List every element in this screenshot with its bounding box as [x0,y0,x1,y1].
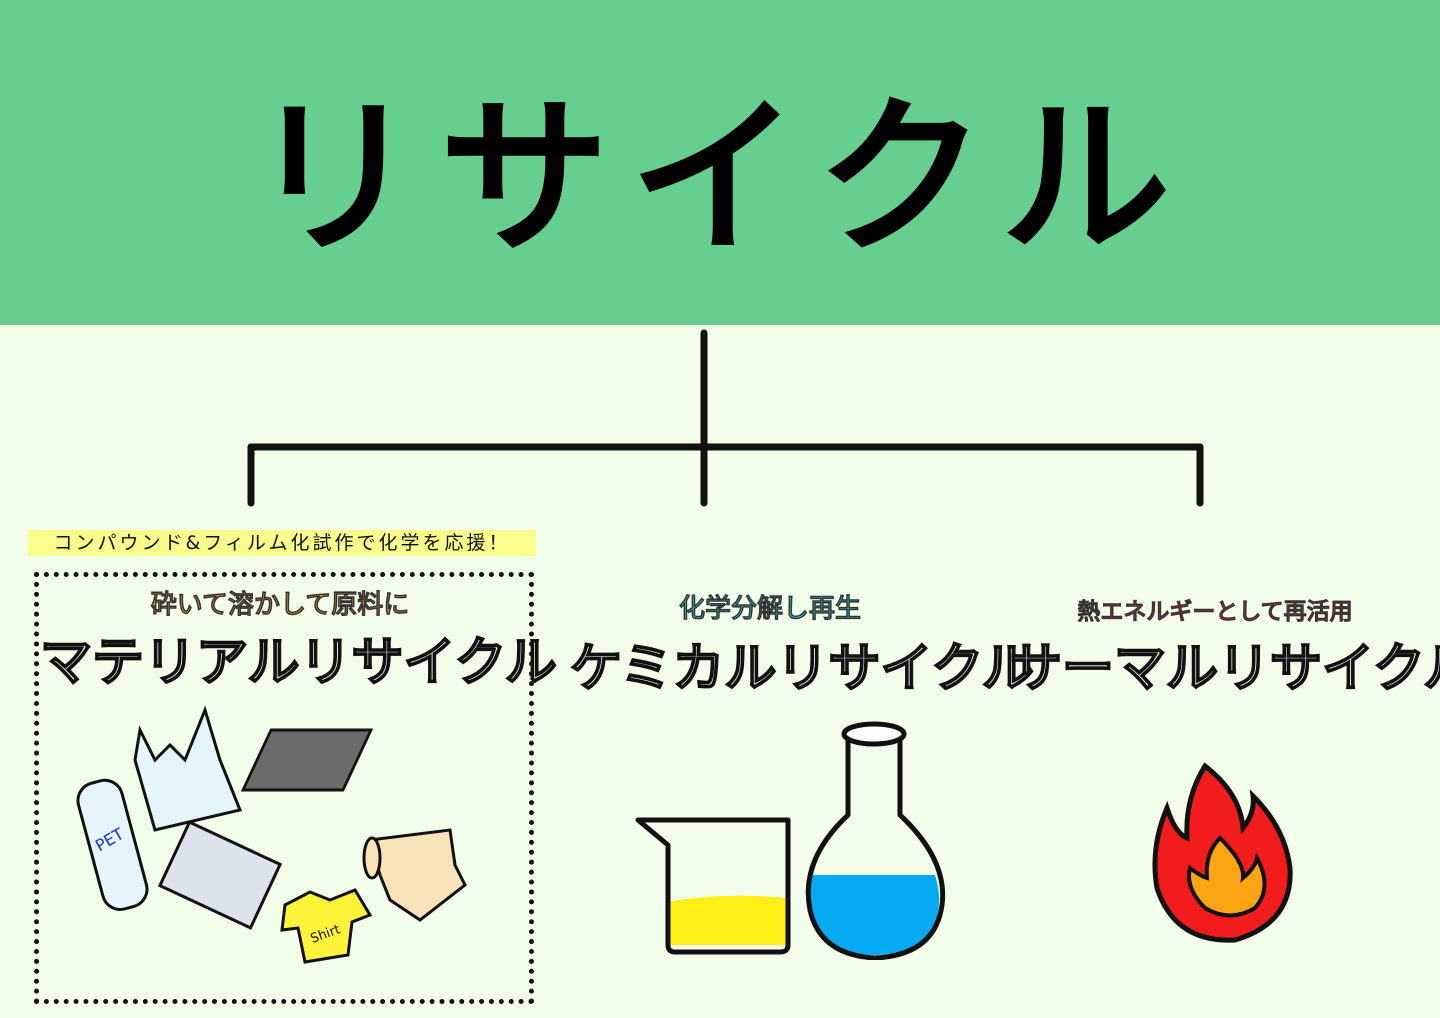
flask-liquid [809,875,940,955]
thermal-subtitle: 熱エネルギーとして再活用 [1077,599,1353,626]
header-banner: リサイクル [0,0,1440,325]
film-roll-icon [368,828,467,922]
tree-connector [247,329,1204,507]
pallet-icon [240,728,374,792]
chemical-title: ケミカルリサイクル [569,638,1035,700]
thermal-title: サーマルリサイクル [1009,638,1440,700]
flask-icon [805,732,946,960]
chemical-subtitle: 化学分解し再生 [678,594,862,625]
material-subtitle: 砕いて溶かして原料に [150,590,410,621]
plastic-items-illustration: PET Shirt [76,705,467,964]
material-title: マテリアルリサイクル [39,632,558,694]
beaker-liquid [668,895,788,945]
pet-bottle-icon [76,778,149,911]
flame-icon [1152,762,1293,943]
plastic-bag-icon [133,705,243,832]
tshirt-icon [280,888,373,964]
support-note: コンパウンド&フィルム化試作で化学を応援！ [28,530,536,556]
lab-glassware-illustration [635,721,946,960]
egg-pack-icon [157,820,283,930]
page-title: リサイクル [249,79,1191,278]
material-recycle-box [34,572,534,1004]
beaker-icon [635,817,791,955]
